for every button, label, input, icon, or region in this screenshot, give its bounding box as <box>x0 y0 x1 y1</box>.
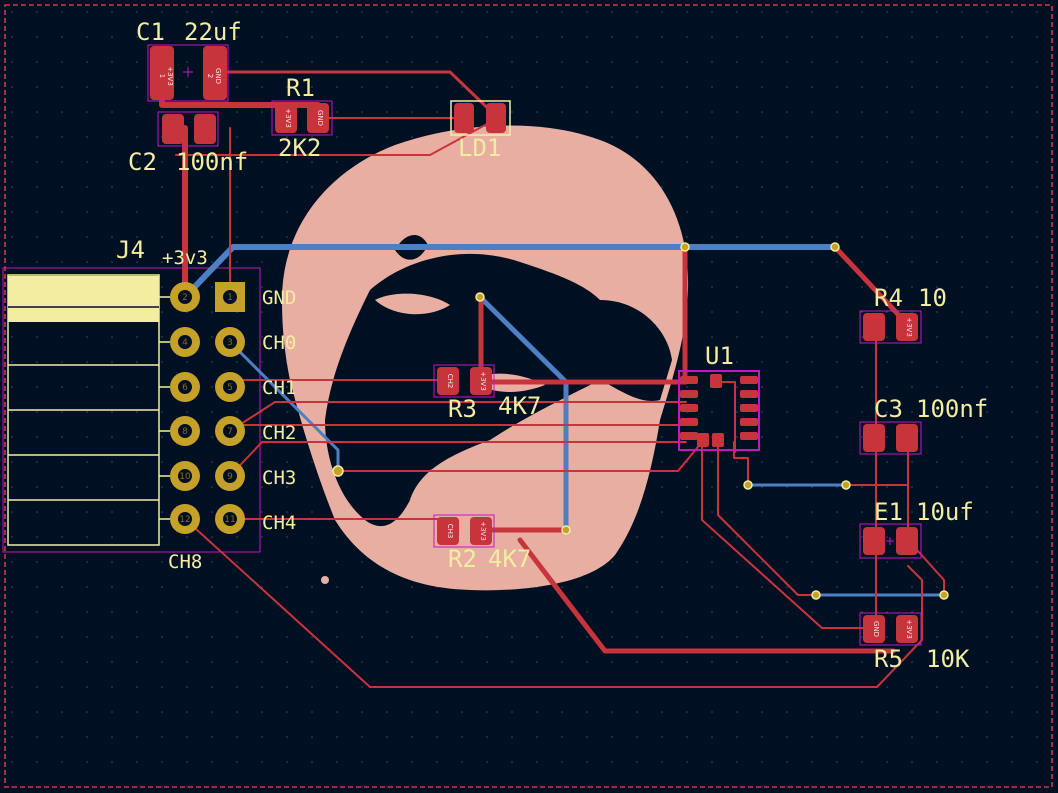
r5-value: 10K <box>926 645 970 673</box>
j4-pin-10-num: 10 <box>179 472 191 482</box>
j4-pin-1-num: 1 <box>227 293 233 303</box>
c1-pad1-num: 1 <box>158 74 166 78</box>
c3-value: 100nf <box>916 395 988 423</box>
r4-value: 10 <box>918 284 947 312</box>
j4-pin-11-num: 11 <box>224 515 235 525</box>
j4-label-gnd: GND <box>262 287 296 309</box>
front-copper-traces <box>159 69 945 688</box>
r5-ref: R5 <box>874 645 903 673</box>
j4-pin-3-num: 3 <box>227 338 233 348</box>
r1-pad2-net: GND <box>316 110 324 126</box>
j4-pin-8-num: 8 <box>182 427 188 437</box>
r3-value: 4K7 <box>498 392 541 420</box>
u1-ic[interactable]: U1 <box>678 342 760 451</box>
j4-bottom-label: CH8 <box>168 551 202 573</box>
ld1-led[interactable]: LD1 <box>450 100 511 162</box>
j4-pin-5-num: 5 <box>227 383 233 393</box>
r2-ref: R2 <box>448 545 477 573</box>
c1-pad2-net: GND <box>214 68 222 84</box>
r4-resistor[interactable]: +3V3 R4 10 <box>859 284 947 344</box>
j4-label-ch3: CH3 <box>262 467 296 489</box>
j4-label-ch1: CH1 <box>262 377 296 399</box>
r3-resistor[interactable]: CH2 +3V3 R3 4K7 <box>433 364 541 423</box>
r3-pad2-net: +3V3 <box>479 371 487 391</box>
j4-pin-6-num: 6 <box>182 383 188 393</box>
c3-ref: C3 <box>874 395 903 423</box>
r2-resistor[interactable]: CH3 +3V3 R2 4K7 <box>433 514 531 573</box>
r3-ref: R3 <box>448 395 477 423</box>
r2-pad2-net: +3V3 <box>479 521 487 541</box>
r1-value: 2K2 <box>278 134 321 162</box>
c2-capacitor[interactable]: C2 100nf <box>128 111 248 176</box>
c1-pad2-num: 2 <box>206 74 214 78</box>
r2-pad1-net: CH3 <box>446 524 454 539</box>
r5-pad1-net: GND <box>872 621 880 637</box>
c1-ref: C1 <box>136 18 165 46</box>
c3-capacitor[interactable]: C3 100nf <box>859 395 988 455</box>
r3-pad1-net: CH2 <box>446 374 454 389</box>
back-copper-traces <box>182 244 946 597</box>
j4-pads[interactable]: 2 4 6 8 10 12 1 3 5 7 9 11 <box>170 282 245 534</box>
j4-pin-2-num: 2 <box>182 293 188 303</box>
j4-pin-9-num: 9 <box>227 472 233 482</box>
j4-pin-7-num: 7 <box>227 427 233 437</box>
r5-resistor[interactable]: GND +3V3 R5 10K <box>859 612 970 673</box>
r4-pad2-net: +3V3 <box>905 317 913 337</box>
j4-ref: J4 <box>116 236 145 264</box>
c2-ref: C2 <box>128 148 157 176</box>
j4-label-ch2: CH2 <box>262 422 296 444</box>
r4-ref: R4 <box>874 284 903 312</box>
u1-ref: U1 <box>705 342 734 370</box>
c1-pad1-net: +3V3 <box>166 66 174 86</box>
r1-ref: R1 <box>286 74 315 102</box>
j4-pin-12-num: 12 <box>179 515 190 525</box>
j4-label-ch0: CH0 <box>262 332 296 354</box>
c1-value: 22uf <box>184 18 242 46</box>
r2-value: 4K7 <box>488 545 531 573</box>
c2-value: 100nf <box>176 148 248 176</box>
r5-pad2-net: +3V3 <box>905 619 913 639</box>
c1-capacitor[interactable]: 1 +3V3 2 GND C1 22uf <box>136 18 242 102</box>
e1-capacitor[interactable]: E1 10uf <box>859 498 974 559</box>
e1-ref: E1 <box>874 498 903 526</box>
board-edge-outline <box>4 4 1053 788</box>
j4-connector-body <box>2 267 261 553</box>
j4-pin-4-num: 4 <box>182 338 188 348</box>
j4-label-ch4: CH4 <box>262 512 296 534</box>
ld1-ref: LD1 <box>458 134 501 162</box>
r1-pad1-net: +3V3 <box>284 108 292 128</box>
vias <box>332 242 949 600</box>
r1-resistor[interactable]: +3V3 GND R1 2K2 <box>271 74 333 162</box>
e1-value: 10uf <box>916 498 974 526</box>
j4-top-label: +3v3 <box>162 247 208 269</box>
